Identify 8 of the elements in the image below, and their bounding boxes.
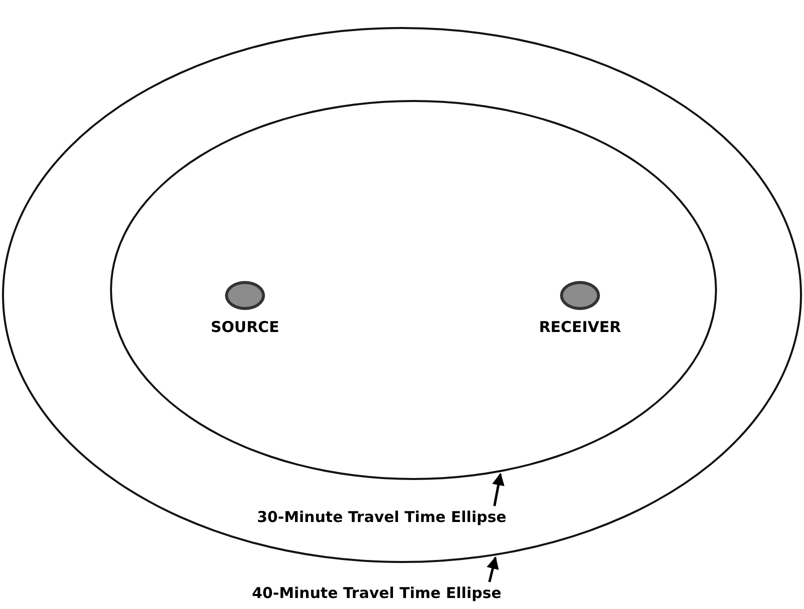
point-label: RECEIVER xyxy=(538,318,622,336)
point-label: SOURCE xyxy=(210,318,280,336)
leader-arrow xyxy=(486,556,499,582)
callout-text: 30-Minute Travel Time Ellipse xyxy=(257,508,506,526)
callout-text: 40-Minute Travel Time Ellipse xyxy=(252,584,502,602)
ellipse-outline xyxy=(110,100,717,480)
ellipse-outline xyxy=(2,27,802,563)
leader-arrow xyxy=(492,472,504,506)
